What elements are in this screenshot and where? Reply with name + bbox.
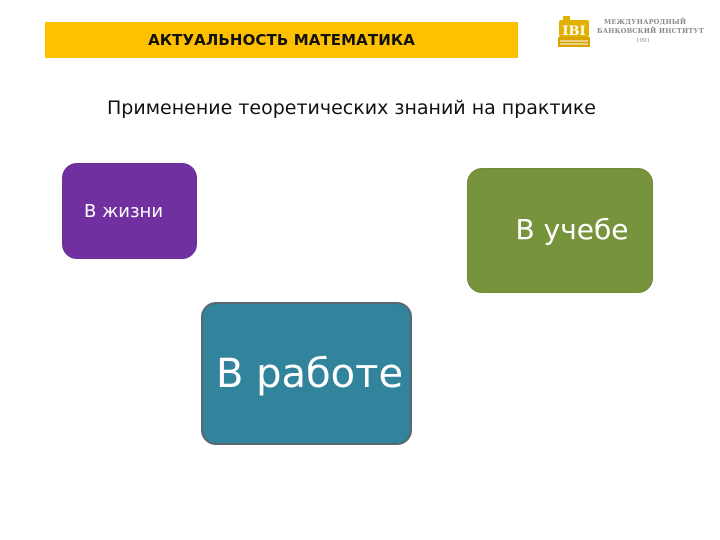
slide-title: АКТУАЛЬНОСТЬ МАТЕМАТИКА xyxy=(148,31,415,49)
card-in-life: В жизни xyxy=(62,163,197,259)
title-bar: АКТУАЛЬНОСТЬ МАТЕМАТИКА xyxy=(45,22,518,58)
card-in-study: В учебе xyxy=(467,168,653,293)
institute-logo: IBI МЕЖДУНАРОДНЫЙ БАНКОВСКИЙ ИНСТИТУТ 19… xyxy=(557,15,707,49)
ibi-logo-icon: IBI xyxy=(558,16,590,47)
card-at-work: В работе xyxy=(201,302,412,445)
logo-text-line-1: МЕЖДУНАРОДНЫЙ xyxy=(604,18,687,26)
logo-year: 1991 xyxy=(636,38,650,44)
logo-text-line-2: БАНКОВСКИЙ ИНСТИТУТ xyxy=(597,27,704,35)
svg-text:IBI: IBI xyxy=(562,24,585,39)
slide-subtitle: Применение теоретических знаний на практ… xyxy=(107,97,596,119)
